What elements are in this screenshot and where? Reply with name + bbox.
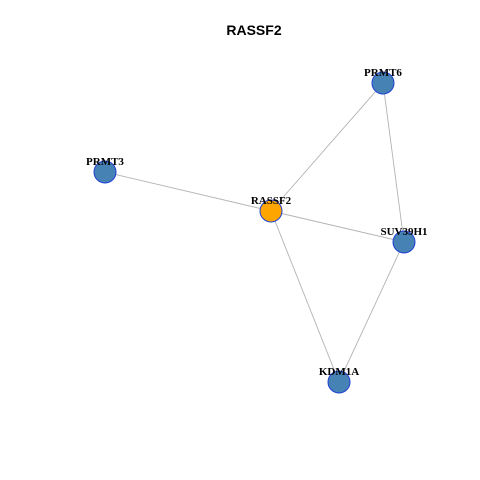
edge-rassf2-prmt6 — [270, 82, 384, 212]
edge-suv39h1-kdm1a — [338, 241, 405, 383]
node-label-suv39h1: SUV39H1 — [380, 226, 427, 238]
node-label-prmt6: PRMT6 — [364, 67, 402, 79]
node-kdm1a — [327, 370, 351, 394]
graph-title: RASSF2 — [226, 22, 281, 38]
node-label-rassf2: RASSF2 — [251, 195, 292, 207]
node-suv39h1 — [392, 230, 416, 254]
node-prmt3 — [93, 160, 117, 184]
node-label-prmt3: PRMT3 — [86, 156, 124, 168]
edge-prmt6-suv39h1 — [382, 82, 405, 243]
node-label-kdm1a: KDM1A — [319, 366, 359, 378]
node-rassf2 — [259, 199, 283, 223]
edge-rassf2-prmt3 — [104, 171, 272, 212]
node-prmt6 — [371, 71, 395, 95]
nodes-layer — [93, 71, 416, 394]
edges-layer — [104, 82, 405, 383]
edge-rassf2-suv39h1 — [270, 210, 405, 243]
edge-rassf2-kdm1a — [270, 210, 340, 383]
